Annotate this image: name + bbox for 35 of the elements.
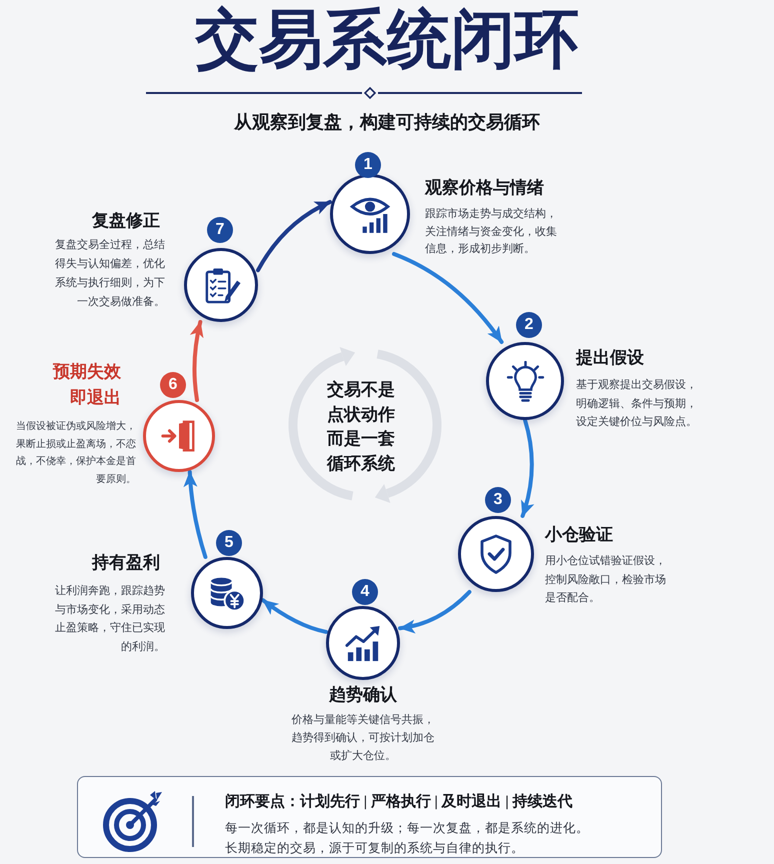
summary-text: 每一次循环，都是认知的升级；每一次复盘，都是系统的进化。	[225, 820, 589, 837]
step-title: 复盘修正	[90, 211, 160, 231]
step-title: 提出假设	[576, 348, 645, 368]
arrow	[520, 418, 534, 518]
arrow	[184, 470, 208, 559]
summary-heading: 闭环要点：计划先行 | 严格执行 | 及时退出 | 持续迭代	[225, 792, 572, 812]
summary-panel	[77, 776, 662, 858]
arrow	[392, 252, 504, 344]
step-title: 趋势确认	[328, 685, 398, 705]
step-number-badge: 5	[216, 530, 242, 556]
arrow	[190, 320, 204, 402]
step-number-badge: 7	[207, 217, 233, 243]
step-number-badge: 4	[352, 579, 378, 605]
step-description: 基于观察提出交易假设，明确逻辑、条件与预期，设定关键价位与风险点。	[576, 378, 698, 430]
arrow	[398, 590, 472, 634]
step-title: 持有盈利	[90, 553, 160, 573]
step-number-badge: 6	[160, 372, 186, 398]
summary-text: 长期稳定的交易，源于可复制的系统与自律的执行。	[225, 840, 524, 857]
step-number-badge: 2	[516, 312, 542, 338]
step-number-badge: 1	[355, 152, 381, 178]
step-description: 价格与量能等关键信号共振，趋势得到确认，可按计划加仓或扩大仓位。	[290, 712, 436, 764]
title: 交易系统闭环	[195, 3, 579, 77]
step-description: 跟踪市场走势与成交结构，关注情绪与资金变化，收集信息，形成初步判断。	[425, 206, 558, 257]
step-description: 让利润奔跑，跟踪趋势与市场变化，采用动态止盈策略，守住已实现的利润。	[54, 584, 165, 654]
step-title: 小仓验证	[545, 525, 614, 545]
arrow	[261, 598, 328, 634]
center-text: 交易不是点状动作而是一套循环系统	[327, 379, 396, 474]
subtitle: 从观察到复盘，构建可持续的交易循环	[234, 111, 540, 134]
step-title: 观察价格与情绪	[425, 178, 545, 198]
step-description: 复盘交易全过程，总结得失与认知偏差，优化系统与执行细则，为下一次交易做准备。	[54, 238, 165, 310]
step-description: 当假设被证伪或风险增大，果断止损或止盈离场，不恋战，不侥幸，保护本金是首要原则。	[15, 420, 136, 486]
step-title: 预期失效即退出	[52, 361, 121, 409]
step-number-badge: 3	[485, 487, 511, 513]
step-description: 用小仓位试错验证假设，控制风险敞口，检验市场是否配合。	[545, 554, 667, 606]
arrow	[256, 200, 332, 272]
